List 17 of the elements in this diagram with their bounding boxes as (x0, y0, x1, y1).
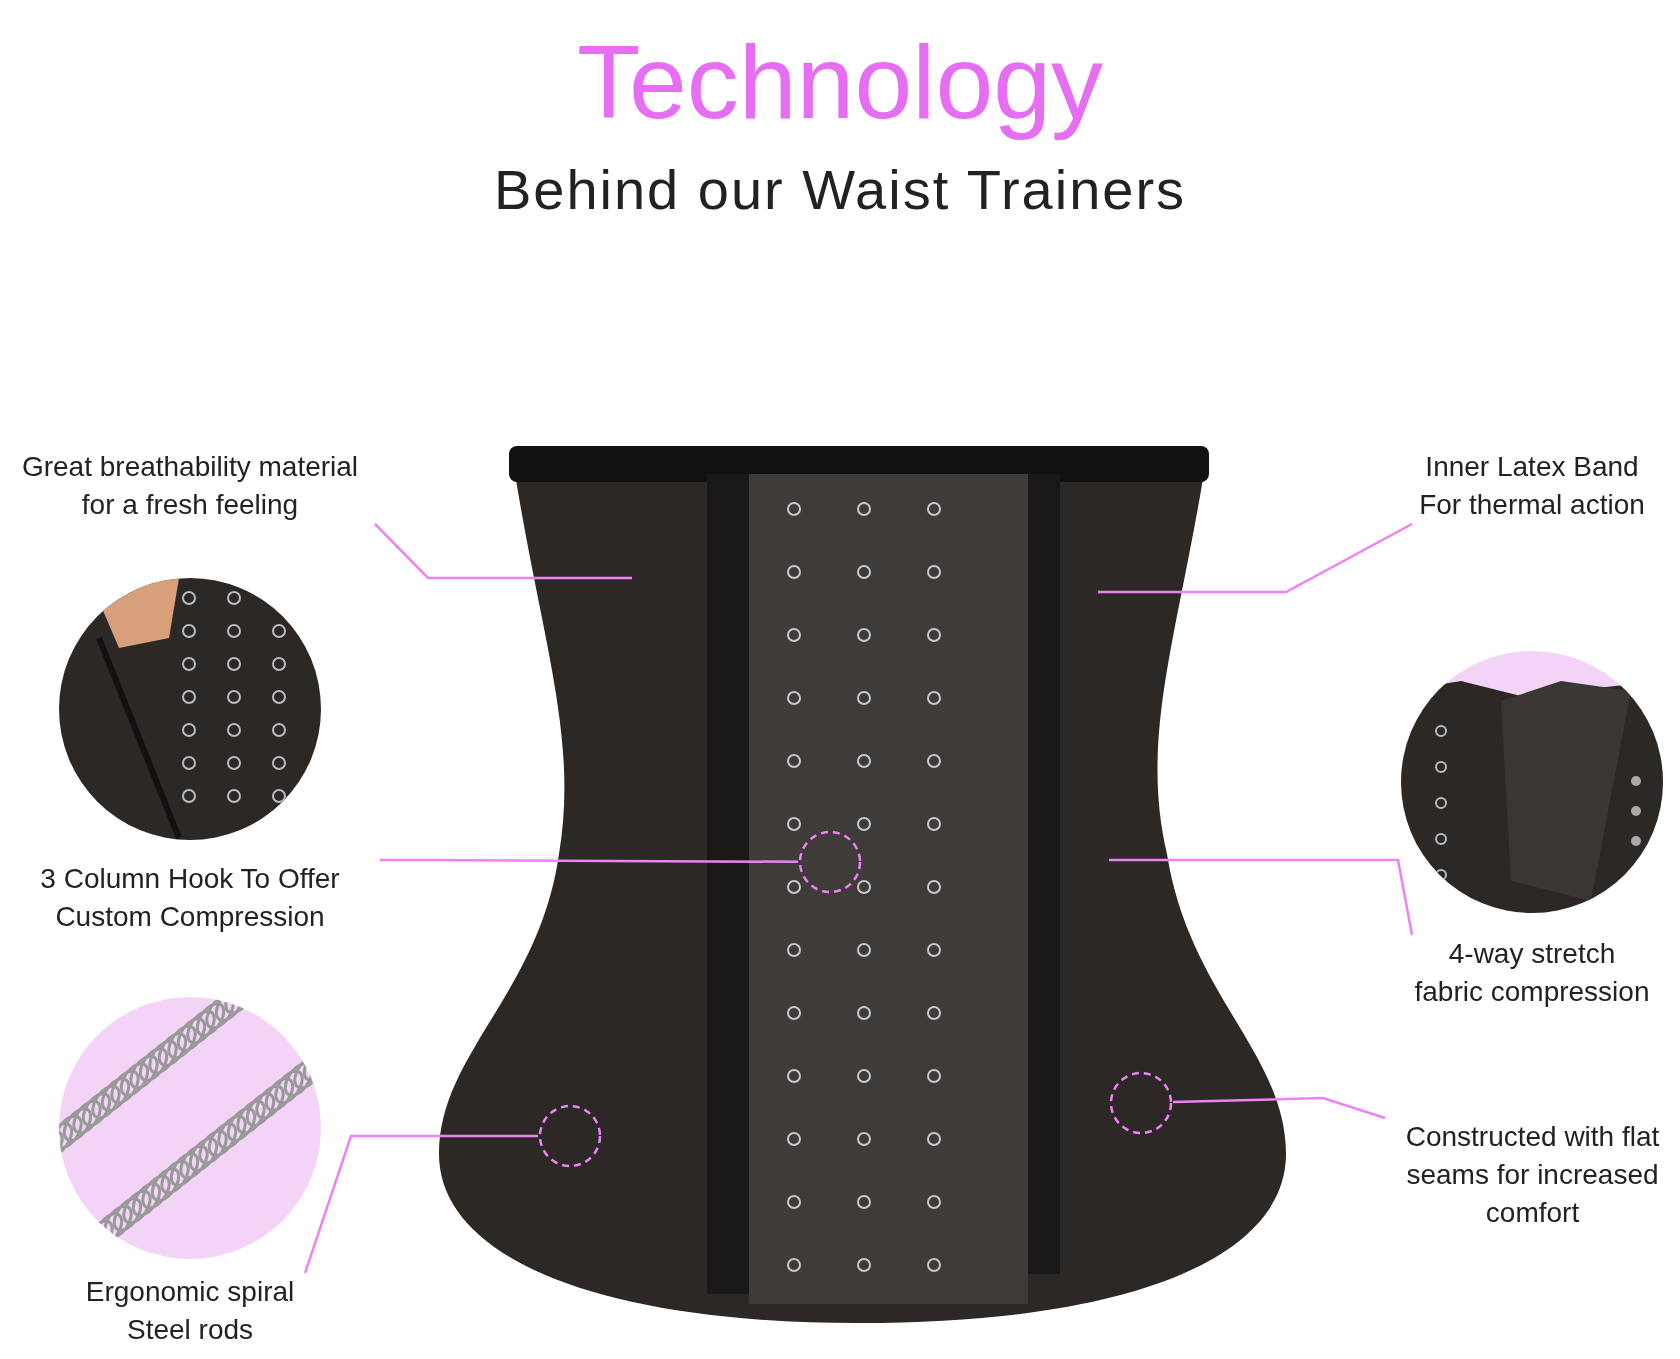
callout-text: Ergonomic spiral Steel rods (75, 1273, 305, 1349)
callout-text: 3 Column Hook To Offer Custom Compression (0, 860, 380, 936)
callout-text: Inner Latex Band For thermal action (1412, 448, 1652, 524)
leader-line (1172, 1096, 1386, 1120)
subtitle: Behind our Waist Trainers (493, 157, 1187, 223)
callout-text: Constructed with flat seams for increased comfort (1385, 1118, 1680, 1232)
marker-circle (798, 830, 862, 894)
marker-circle (1109, 1071, 1173, 1135)
leader-line (1098, 522, 1413, 594)
callout-text: Great breathability material for a fresh feeling (5, 448, 375, 524)
leader-line (1109, 858, 1414, 936)
title: Technology (576, 23, 1104, 142)
leader-line (303, 1134, 538, 1274)
marker-circle (538, 1104, 602, 1168)
leader-line (374, 523, 632, 580)
callout-text: 4-way stretch fabric compression (1412, 935, 1652, 1011)
leader-line (380, 858, 798, 864)
